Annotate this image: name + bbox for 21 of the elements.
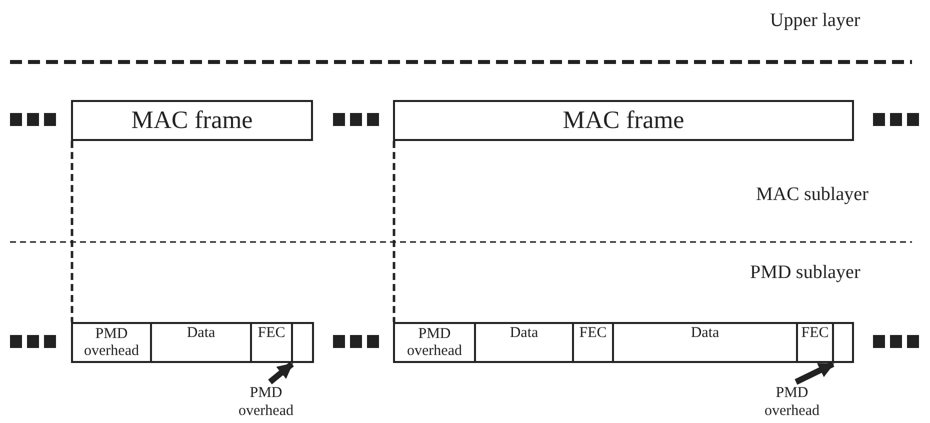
frame-field-cell: Data — [474, 322, 574, 363]
frame-box: MAC frame — [393, 100, 854, 141]
annotation-text: PMD overhead — [754, 382, 830, 422]
arrow — [268, 362, 294, 384]
frame-field-cell: Data — [150, 322, 252, 363]
frame-field-cell: FEC — [796, 322, 834, 363]
arrow — [794, 361, 834, 385]
empty-field-cell — [832, 322, 854, 363]
layer-label: PMD sublayer — [750, 262, 860, 284]
layer-label: Upper layer — [770, 10, 860, 32]
frame-field-cell: FEC — [572, 322, 614, 363]
mapping-line — [70, 141, 74, 322]
frame-box: MAC frame — [71, 100, 313, 141]
layer-label: MAC sublayer — [756, 184, 868, 206]
mapping-line — [392, 141, 396, 322]
frame-field-cell: PMD overhead — [393, 322, 476, 363]
annotation-text: PMD overhead — [228, 382, 304, 422]
empty-field-cell — [291, 322, 314, 363]
frame-field-cell: PMD overhead — [71, 322, 152, 363]
frame-field-cell: FEC — [250, 322, 293, 363]
frame-field-cell: Data — [612, 322, 798, 363]
